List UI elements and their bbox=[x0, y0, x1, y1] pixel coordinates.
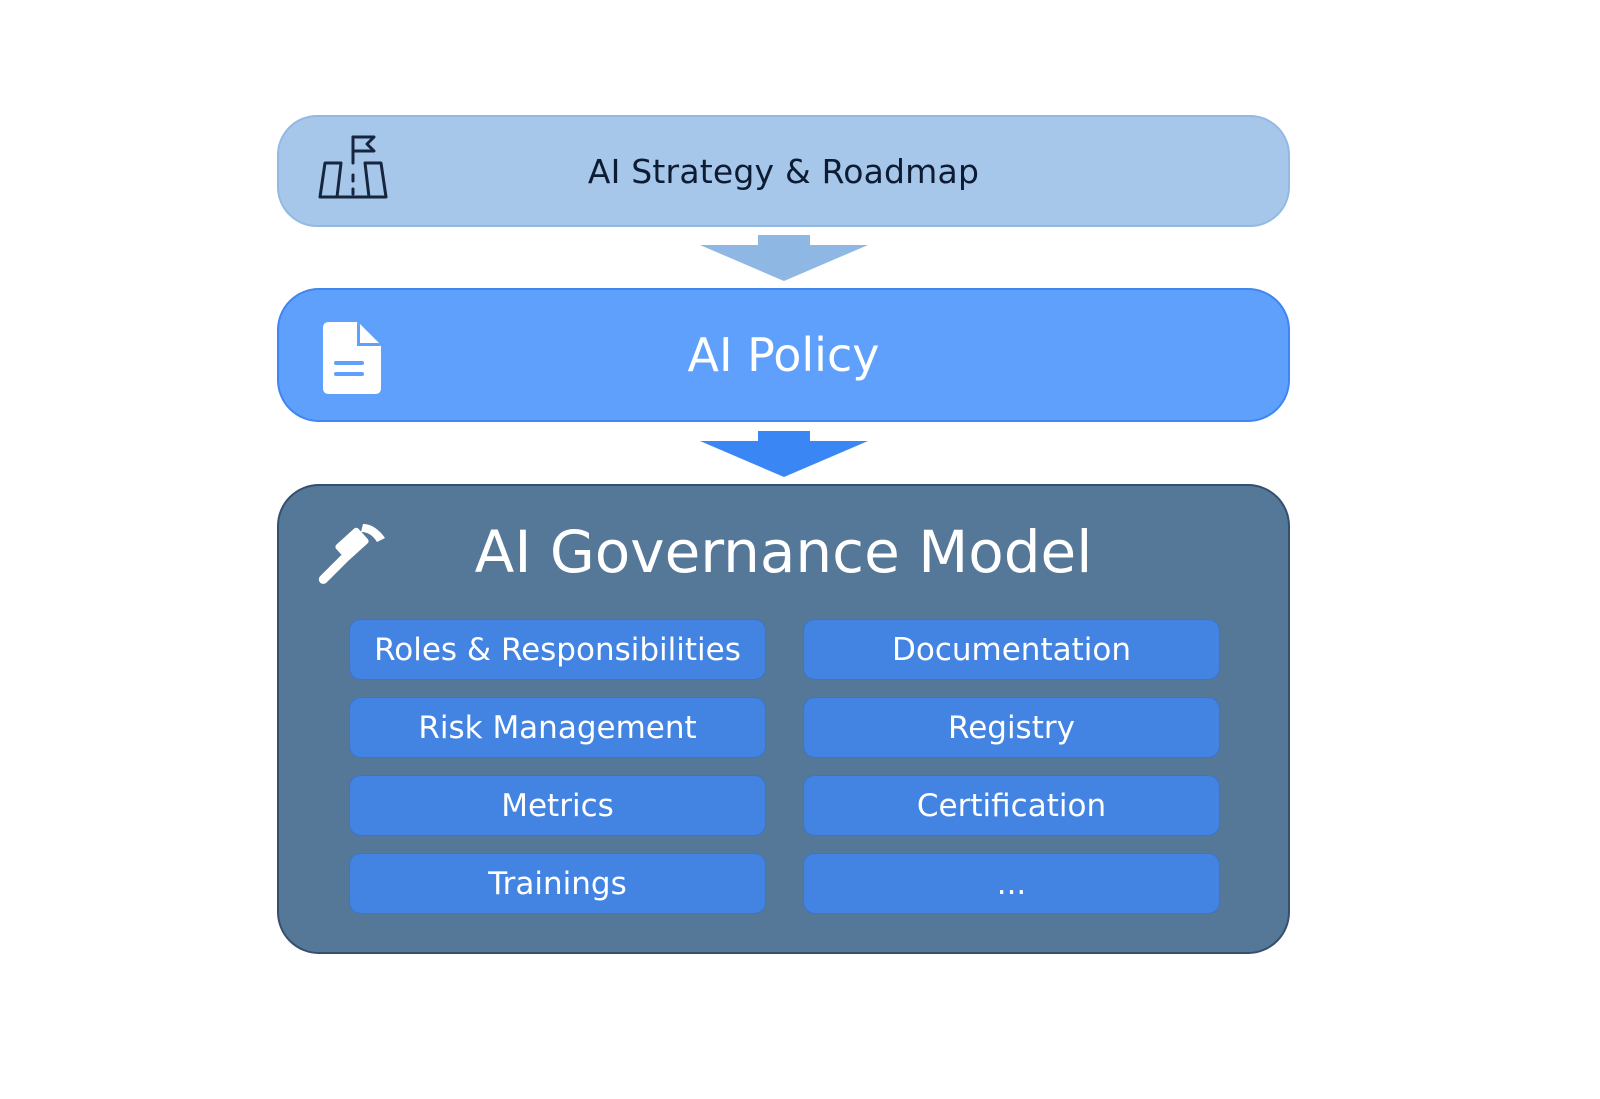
down-arrow-icon bbox=[700, 235, 868, 281]
strategy-layer: AI Strategy & Roadmap bbox=[277, 115, 1290, 227]
governance-item: Trainings bbox=[349, 853, 766, 914]
governance-title: AI Governance Model bbox=[474, 518, 1093, 586]
strategy-title: AI Strategy & Roadmap bbox=[587, 151, 980, 191]
governance-item: Registry bbox=[803, 697, 1220, 758]
down-arrow-icon bbox=[700, 431, 868, 477]
governance-item: ... bbox=[803, 853, 1220, 914]
policy-layer: AI Policy bbox=[277, 288, 1290, 422]
roadmap-flag-icon bbox=[318, 135, 388, 199]
governance-layer: AI Governance Model Roles & Responsibili… bbox=[277, 484, 1290, 954]
document-icon bbox=[323, 322, 381, 394]
governance-item: Risk Management bbox=[349, 697, 766, 758]
hammer-icon bbox=[318, 524, 385, 584]
governance-item: Roles & Responsibilities bbox=[349, 619, 766, 680]
governance-items: Roles & Responsibilities Documentation R… bbox=[349, 619, 1220, 914]
policy-title: AI Policy bbox=[687, 328, 880, 382]
governance-item: Certification bbox=[803, 775, 1220, 836]
governance-item: Documentation bbox=[803, 619, 1220, 680]
governance-item: Metrics bbox=[349, 775, 766, 836]
